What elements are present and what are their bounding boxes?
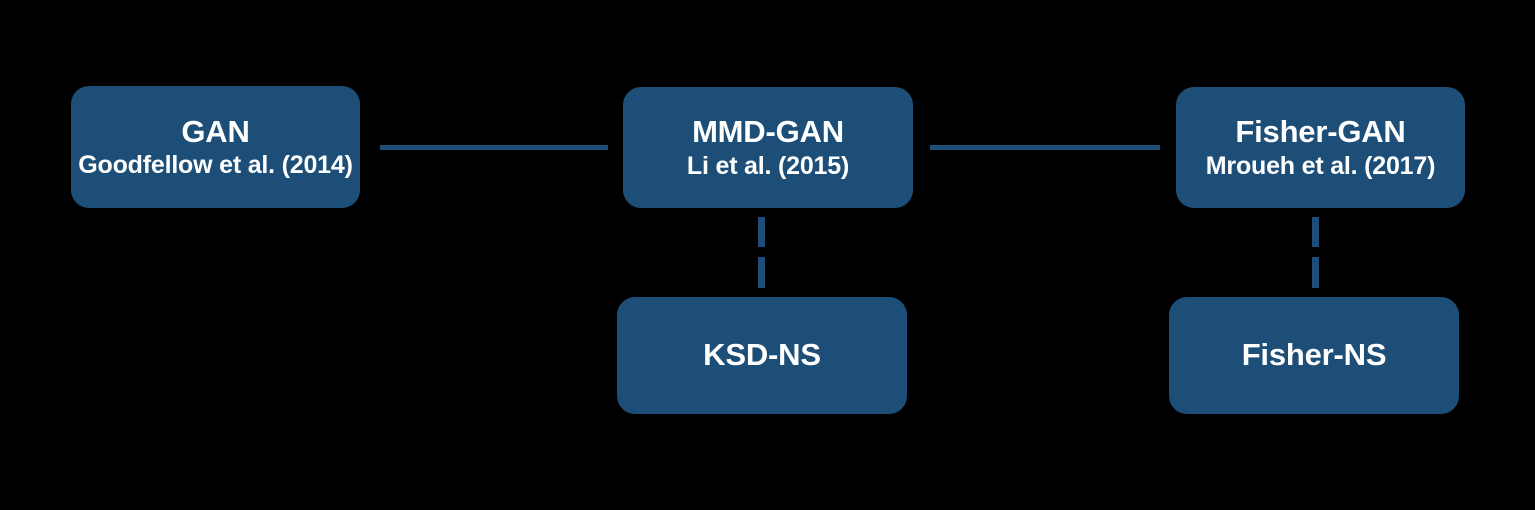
node-fisher-ns-title: Fisher-NS bbox=[1241, 337, 1387, 373]
node-fisher-ns[interactable]: Fisher-NS bbox=[1169, 297, 1459, 414]
dash-segment bbox=[758, 257, 765, 288]
node-gan[interactable]: GAN Goodfellow et al. (2014) bbox=[71, 86, 360, 208]
edge-mmd-gan-to-fisher-gan bbox=[930, 145, 1160, 150]
node-ksd-ns-title: KSD-NS bbox=[703, 337, 821, 373]
node-fisher-gan-citation: Mroueh et al. (2017) bbox=[1205, 151, 1436, 180]
dash-segment bbox=[1312, 217, 1319, 247]
edge-gan-to-mmd-gan bbox=[380, 145, 608, 150]
node-fisher-gan[interactable]: Fisher-GAN Mroueh et al. (2017) bbox=[1176, 87, 1465, 208]
node-mmd-gan-title: MMD-GAN bbox=[692, 114, 844, 150]
edge-mmd-gan-to-ksd-ns bbox=[758, 217, 765, 288]
node-gan-title: GAN bbox=[181, 113, 250, 149]
node-ksd-ns[interactable]: KSD-NS bbox=[617, 297, 907, 414]
node-mmd-gan[interactable]: MMD-GAN Li et al. (2015) bbox=[623, 87, 913, 208]
dash-segment bbox=[1312, 257, 1319, 288]
node-fisher-gan-title: Fisher-GAN bbox=[1235, 114, 1406, 150]
node-mmd-gan-citation: Li et al. (2015) bbox=[686, 151, 850, 180]
dash-segment bbox=[758, 217, 765, 247]
edge-fisher-gan-to-fisher-ns bbox=[1312, 217, 1319, 288]
node-gan-citation: Goodfellow et al. (2014) bbox=[78, 151, 353, 180]
